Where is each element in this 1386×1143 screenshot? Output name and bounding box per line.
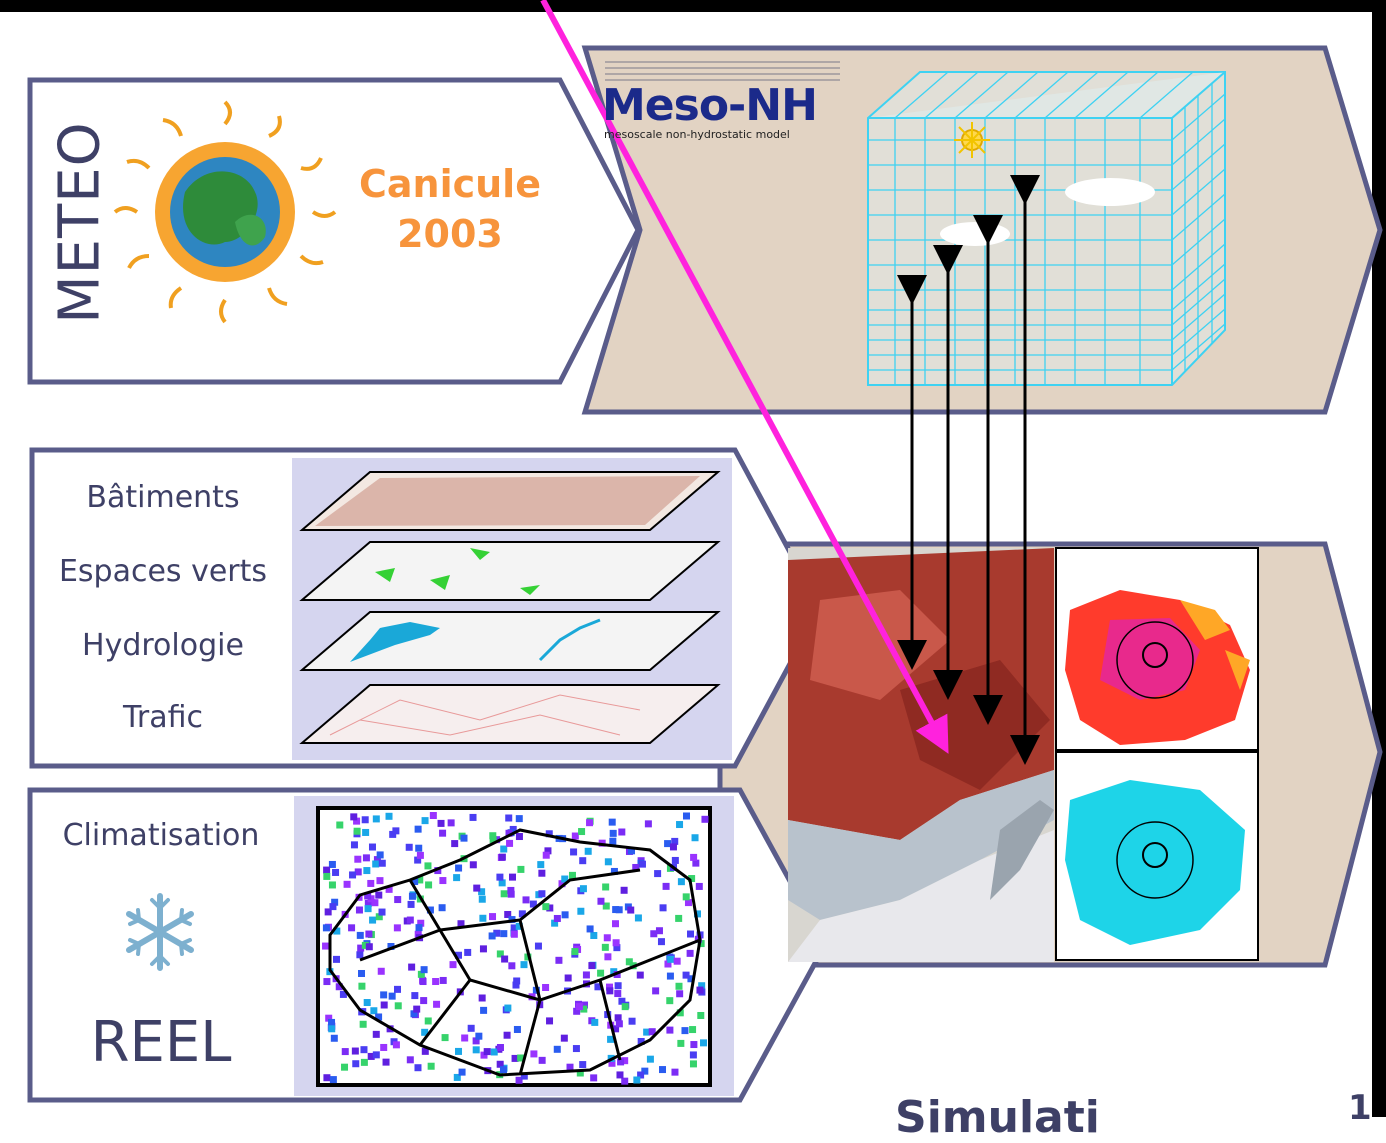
grid-sun-icon [954, 122, 990, 158]
meso-logo-subtitle: mesoscale non-hydrostatic model [604, 128, 790, 141]
pointer-arrow [540, 0, 949, 754]
clim-label: Climatisation [62, 818, 260, 853]
layer-plane-traffic [299, 684, 721, 744]
coupling-arrows [897, 175, 1040, 765]
bottom-right-fragment: 1 [1348, 1088, 1372, 1128]
meteo-panel [27, 77, 641, 385]
layer-plane-buildings [299, 471, 721, 531]
right-strip [1372, 0, 1386, 1117]
meso-logo-wavelines [605, 61, 840, 81]
meso-logo-title: Meso-NH [602, 80, 818, 131]
layer-label-buildings: Bâtiments [86, 480, 240, 515]
snowflake-icon [126, 893, 194, 971]
urban-aerial-image [788, 548, 1054, 962]
layer-label-water: Hydrologie [82, 628, 244, 663]
cloud-icon [1065, 178, 1155, 206]
layer-label-green: Espaces verts [58, 554, 268, 589]
layer-plane-water [299, 611, 721, 671]
event-label-line1: Canicule [359, 162, 541, 206]
clim-mode-label: REEL [90, 1010, 232, 1075]
event-label-line2: 2003 [397, 212, 503, 256]
cloud-icon [940, 222, 1010, 246]
top-strip [0, 0, 1386, 12]
model-grid [867, 71, 1226, 386]
layer-plane-green [299, 541, 721, 601]
sun-earth-icon [113, 100, 337, 324]
diagram-canvas [0, 0, 1386, 1117]
layer-label-traffic: Trafic [122, 700, 204, 735]
ac-map-borders [328, 828, 702, 1077]
bottom-title-fragment: Simulati [895, 1092, 1100, 1143]
heatmap-lower [1055, 751, 1259, 961]
heatmap-upper [1055, 547, 1259, 751]
meteo-vertical-label: METEO [47, 121, 113, 324]
